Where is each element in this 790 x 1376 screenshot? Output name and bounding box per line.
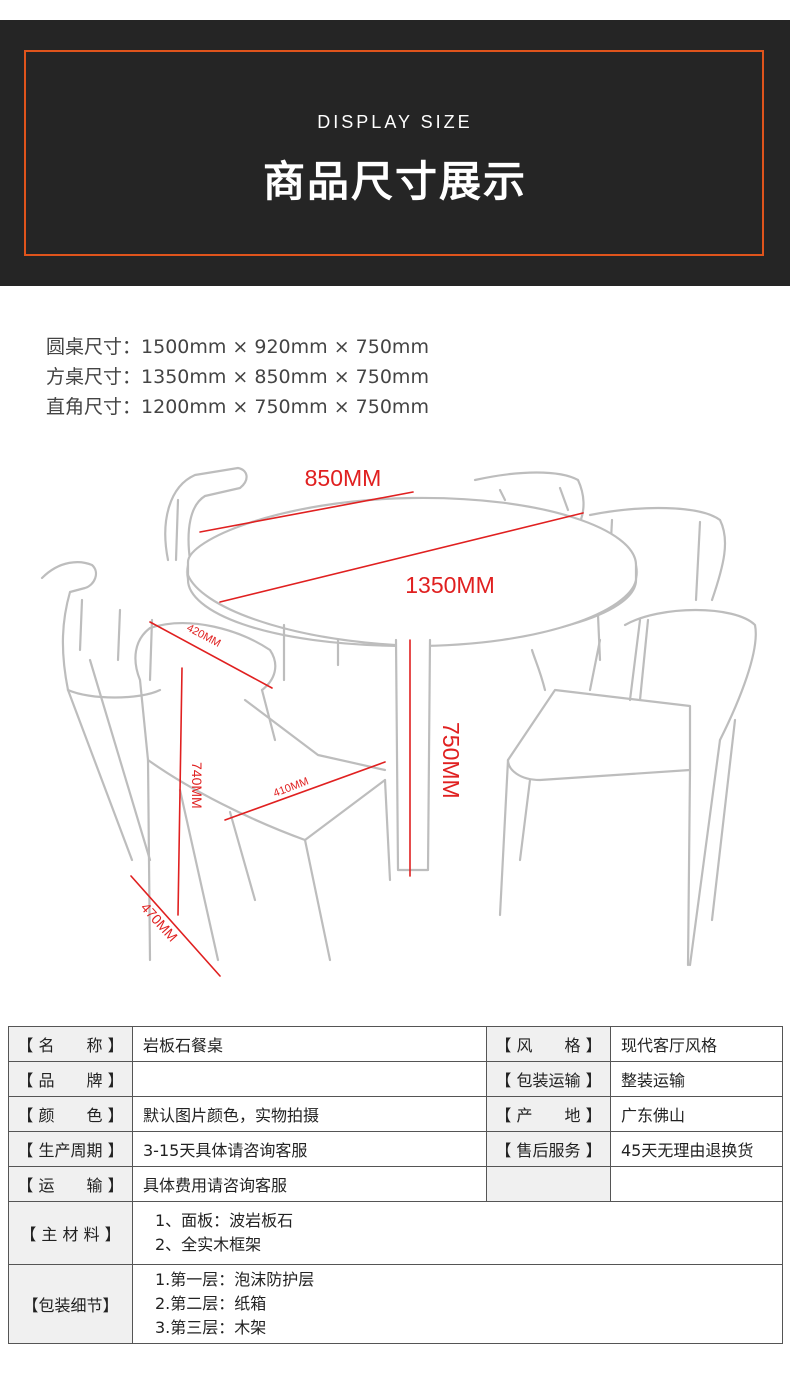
- spec-key-brand: 【 品 牌 】: [8, 1061, 133, 1097]
- table-length-label: 1350MM: [405, 572, 494, 598]
- chair-back-right: [473, 471, 585, 524]
- spec-key-after-sales: 【 售后服务 】: [486, 1131, 611, 1167]
- spec-table: 【 名 称 】 岩板石餐桌 【 风 格 】 现代客厅风格 【 品 牌 】 【 包…: [8, 1026, 783, 1344]
- spec-key-packaging: 【 包装运输 】: [486, 1061, 611, 1097]
- header-title: 商品尺寸展示: [262, 157, 527, 206]
- spec-value-after-sales: 45天无理由退换货: [610, 1131, 783, 1167]
- chair-front-left: [134, 622, 392, 962]
- table-row: 【包装细节】 1.第一层：泡沫防护层 2.第二层：纸箱 3.第三层：木架: [8, 1264, 783, 1344]
- spec-key-name: 【 名 称 】: [8, 1026, 133, 1062]
- size-label: 方桌尺寸：: [46, 366, 142, 388]
- material-line: 1、面板：波岩板石: [155, 1211, 294, 1230]
- spec-value-empty: [610, 1166, 783, 1202]
- spec-value-style: 现代客厅风格: [610, 1026, 783, 1062]
- chair-back-left: [164, 466, 248, 562]
- spec-key-origin: 【 产 地 】: [486, 1096, 611, 1132]
- chair-front-right: [498, 648, 692, 967]
- spec-value-color: 默认图片颜色，实物拍摄: [132, 1096, 487, 1132]
- header-subtitle: DISPLAY SIZE: [317, 112, 473, 132]
- header-frame: [24, 50, 764, 256]
- size-row-square: 方桌尺寸：1350mm × 850mm × 750mm: [46, 362, 429, 392]
- spec-key-style: 【 风 格 】: [486, 1026, 611, 1062]
- spec-value-packaging: 整装运输: [610, 1061, 783, 1097]
- spec-value-material: 1、面板：波岩板石 2、全实木框架: [132, 1201, 783, 1265]
- table-row: 【 运 输 】 具体费用请咨询客服: [8, 1166, 783, 1202]
- table-height-label: 750MM: [438, 722, 464, 799]
- furniture-drawing: 850MM 1350MM 750MM 420MM 740MM 410MM 470…: [40, 465, 757, 977]
- spec-key-cycle: 【 生产周期 】: [8, 1131, 133, 1167]
- chair-right: [588, 506, 727, 702]
- spec-value-origin: 广东佛山: [610, 1096, 783, 1132]
- material-line: 2、全实木框架: [155, 1235, 262, 1254]
- table-row: 【 主 材 料 】 1、面板：波岩板石 2、全实木框架: [8, 1201, 783, 1265]
- chair-left: [40, 561, 162, 862]
- dimension-diagram: 850MM 1350MM 750MM 420MM 740MM 410MM 470…: [0, 455, 790, 1000]
- spec-key-material: 【 主 材 料 】: [8, 1201, 133, 1265]
- table-row: 【 生产周期 】 3-15天具体请咨询客服 【 售后服务 】 45天无理由退换货: [8, 1131, 783, 1167]
- spec-key-empty: [486, 1166, 611, 1202]
- spec-value-shipping: 具体费用请咨询客服: [132, 1166, 487, 1202]
- table-row: 【 品 牌 】 【 包装运输 】 整装运输: [8, 1061, 783, 1097]
- spec-value-brand: [132, 1061, 487, 1097]
- spec-key-pack-detail: 【包装细节】: [8, 1264, 133, 1344]
- table-width-label: 850MM: [305, 465, 382, 491]
- spec-key-color: 【 颜 色 】: [8, 1096, 133, 1132]
- spec-value-name: 岩板石餐桌: [132, 1026, 487, 1062]
- leg-span-label: 470MM: [138, 899, 181, 944]
- pack-detail-line: 2.第二层：纸箱: [155, 1294, 267, 1313]
- size-label: 圆桌尺寸：: [46, 336, 142, 358]
- size-row-rect: 直角尺寸：1200mm × 750mm × 750mm: [46, 392, 429, 422]
- table-row: 【 颜 色 】 默认图片颜色，实物拍摄 【 产 地 】 广东佛山: [8, 1096, 783, 1132]
- round-table: [185, 496, 639, 872]
- table-row: 【 名 称 】 岩板石餐桌 【 风 格 】 现代客厅风格: [8, 1026, 783, 1062]
- pack-detail-line: 1.第一层：泡沫防护层: [155, 1270, 315, 1289]
- header-banner: DISPLAY SIZE 商品尺寸展示: [0, 20, 790, 286]
- spec-value-pack-detail: 1.第一层：泡沫防护层 2.第二层：纸箱 3.第三层：木架: [132, 1264, 783, 1344]
- size-value: 1200mm × 750mm × 750mm: [141, 396, 429, 418]
- chair-far-right: [623, 608, 757, 967]
- size-row-round: 圆桌尺寸：1500mm × 920mm × 750mm: [46, 332, 429, 362]
- chair-height-label: 740MM: [189, 762, 205, 809]
- spec-key-shipping: 【 运 输 】: [8, 1166, 133, 1202]
- spec-value-cycle: 3-15天具体请咨询客服: [132, 1131, 487, 1167]
- size-value: 1350mm × 850mm × 750mm: [141, 366, 429, 388]
- size-value: 1500mm × 920mm × 750mm: [141, 336, 429, 358]
- pack-detail-line: 3.第三层：木架: [155, 1318, 267, 1337]
- size-list: 圆桌尺寸：1500mm × 920mm × 750mm 方桌尺寸：1350mm …: [46, 332, 429, 422]
- size-label: 直角尺寸：: [46, 396, 142, 418]
